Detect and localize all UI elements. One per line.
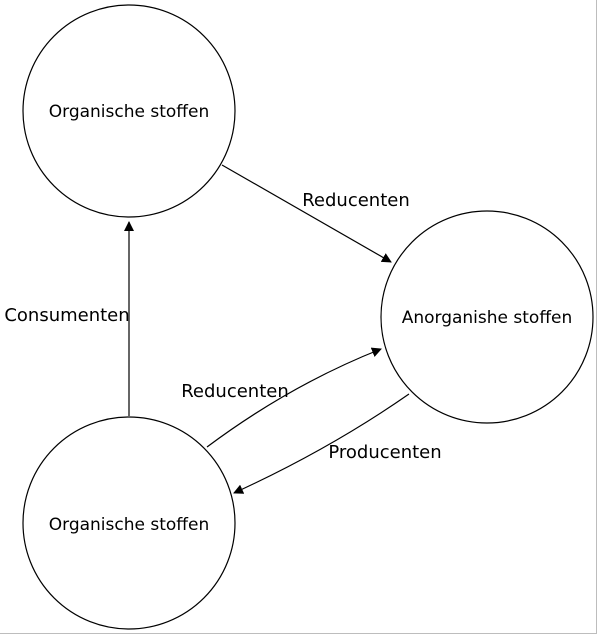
node-bottom-circle bbox=[22, 416, 236, 630]
edge-bottom-to-top-label: Consumenten bbox=[4, 305, 129, 326]
node-bottom-label: Organische stoffen bbox=[49, 515, 210, 535]
node-top: Organische stoffen bbox=[22, 4, 236, 218]
edge-bottom-to-right bbox=[206, 347, 382, 448]
node-right-circle bbox=[380, 210, 594, 424]
edge-right-to-bottom bbox=[233, 393, 410, 494]
node-right-label: Anorganishe stoffen bbox=[402, 308, 573, 328]
edge-bottom-to-right-label: Reducenten bbox=[181, 381, 289, 402]
node-bottom: Organische stoffen bbox=[22, 416, 236, 630]
node-top-label: Organische stoffen bbox=[49, 102, 210, 122]
node-right: Anorganishe stoffen bbox=[380, 210, 594, 424]
edge-top-to-right bbox=[221, 164, 392, 263]
edge-top-to-right-label: Reducenten bbox=[302, 190, 410, 211]
node-top-circle bbox=[22, 4, 236, 218]
edge-right-to-bottom-label: Producenten bbox=[328, 442, 441, 463]
